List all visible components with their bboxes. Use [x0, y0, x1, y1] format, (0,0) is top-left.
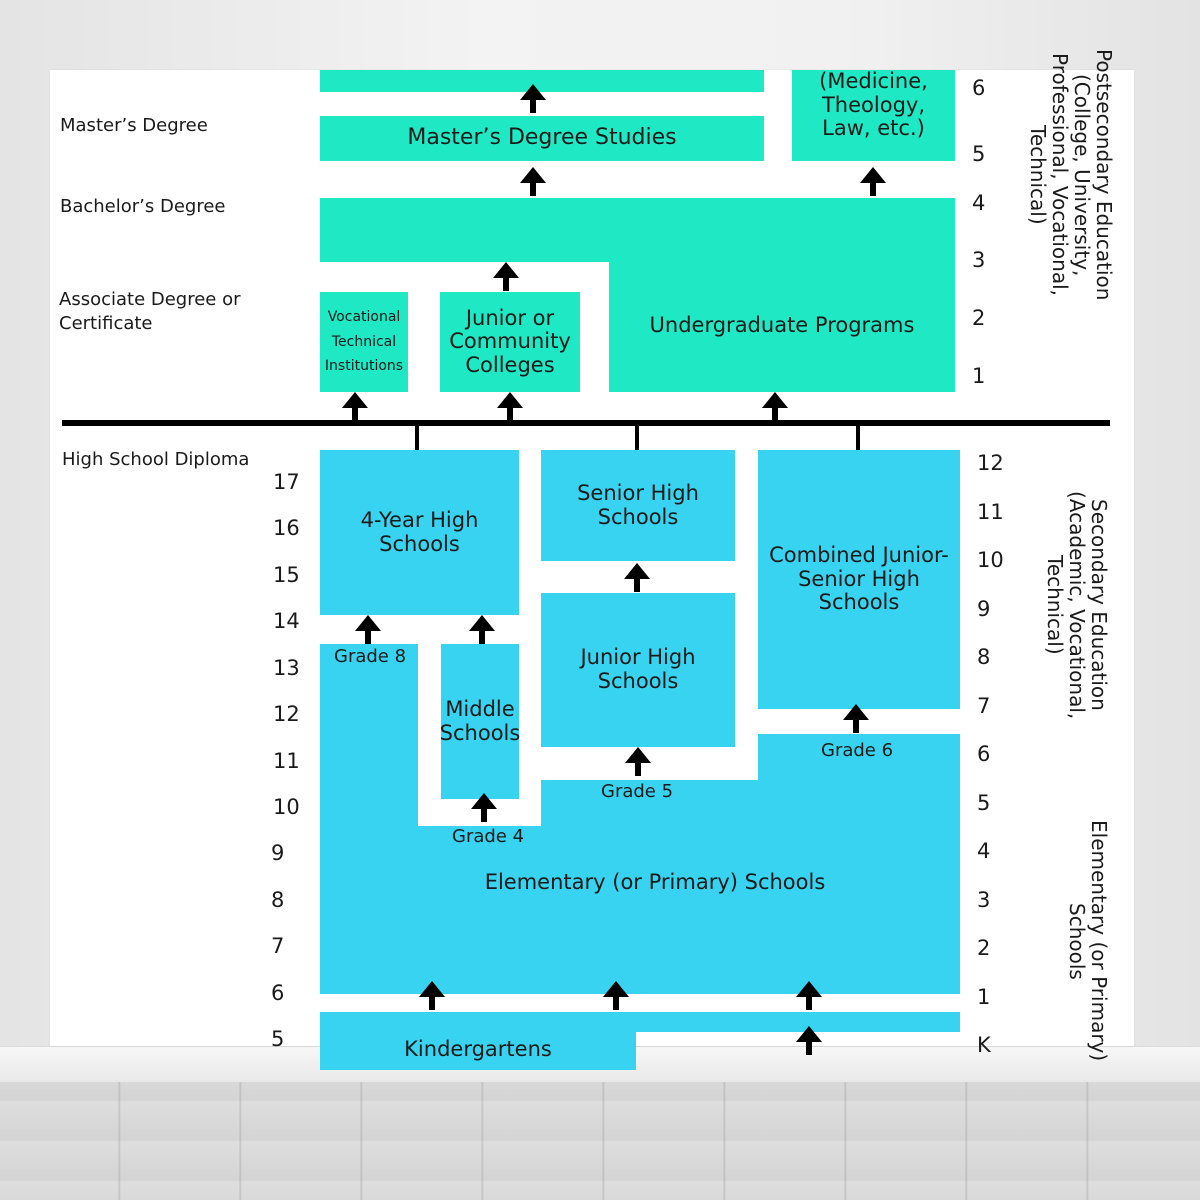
- grade-number: 4: [977, 839, 991, 863]
- elementary-schools-side-label: Elementary (or Primary) Schools: [1060, 806, 1111, 1096]
- grade-number: 10: [977, 548, 1004, 572]
- grade-number: 9: [977, 597, 991, 621]
- education-system-diagram: Master’s Degree Bachelor’s Degree Associ…: [50, 49, 1134, 1070]
- year-number: 6: [972, 76, 986, 100]
- label-masters-degree: Master’s Degree: [60, 115, 208, 136]
- undergraduate-top-band: [320, 198, 955, 262]
- age-number: 10: [273, 795, 300, 819]
- age-number: 13: [273, 656, 300, 680]
- age-number: 11: [273, 749, 300, 773]
- age-number: 8: [271, 888, 285, 912]
- year-number: 4: [972, 191, 986, 215]
- year-number: 2: [972, 306, 986, 330]
- age-number: 16: [273, 516, 300, 540]
- year-number: 1: [972, 364, 986, 388]
- postsecondary-education-label: Postsecondary Education (College, Univer…: [1026, 10, 1116, 340]
- label-high-school-diploma: High School Diploma: [62, 449, 250, 470]
- doctoral-studies-box: [320, 70, 764, 92]
- connector-tick: [635, 420, 639, 450]
- combined-junior-senior-high-box: Combined Junior-Senior High Schools: [758, 450, 960, 709]
- elementary-schools-side-text: Elementary (or Primary) Schools: [1065, 820, 1111, 1062]
- grade-6-label: Grade 6: [821, 740, 894, 761]
- year-number: 3: [972, 248, 986, 272]
- grade-number: 2: [977, 936, 991, 960]
- elementary-left-column: [320, 644, 418, 994]
- grade-4-label: Grade 4: [452, 826, 525, 847]
- kindergarten-band: [320, 1012, 960, 1032]
- label-bachelors-degree: Bachelor’s Degree: [60, 196, 226, 217]
- age-number: 12: [273, 702, 300, 726]
- senior-high-schools-box: Senior High Schools: [541, 450, 735, 561]
- grade-number: 11: [977, 500, 1004, 524]
- junior-community-colleges-box: Junior or Community Colleges: [440, 292, 580, 392]
- grade-number: 7: [977, 694, 991, 718]
- secondary-education-text: Secondary Education (Academic, Vocationa…: [1043, 490, 1111, 720]
- age-number: 15: [273, 563, 300, 587]
- grade-number: 6: [977, 742, 991, 766]
- grade-number: 8: [977, 645, 991, 669]
- connector-tick: [856, 420, 860, 450]
- elementary-upper-step: [758, 734, 960, 784]
- divider-line: [62, 420, 1110, 426]
- vocational-institutions-box: Vocational Technical Institutions: [320, 292, 408, 392]
- grade-number: 12: [977, 451, 1004, 475]
- age-number: 17: [273, 470, 300, 494]
- connector-tick: [415, 420, 419, 450]
- age-number: 5: [271, 1027, 285, 1051]
- elementary-mid-step: [541, 780, 960, 830]
- grade-number: 1: [977, 985, 991, 1009]
- undergraduate-programs-box: Undergraduate Programs: [609, 260, 955, 392]
- kindergartens-label: Kindergartens: [404, 1037, 552, 1061]
- masters-studies-box: Master’s Degree Studies: [320, 116, 764, 161]
- wood-floor: [0, 1082, 1200, 1200]
- age-number: 14: [273, 609, 300, 633]
- age-number: 9: [271, 841, 285, 865]
- professional-schools-label: (Medicine, Theology, Law, etc.): [819, 69, 928, 141]
- label-associate-degree: Associate Degree or Certificate: [59, 289, 241, 335]
- grade-number: 3: [977, 888, 991, 912]
- kindergartens-box: Kindergartens: [320, 1030, 636, 1070]
- grade-number: 5: [977, 791, 991, 815]
- grade-8-label: Grade 8: [334, 646, 407, 667]
- year-number: 5: [972, 142, 986, 166]
- middle-schools-box: Middle Schools: [440, 644, 520, 799]
- age-number: 7: [271, 934, 285, 958]
- secondary-education-label: Secondary Education (Academic, Vocationa…: [1040, 490, 1111, 720]
- professional-schools-box: (Medicine, Theology, Law, etc.): [792, 69, 955, 161]
- elementary-schools-label: Elementary (or Primary) Schools: [484, 870, 826, 894]
- grade-5-label: Grade 5: [601, 781, 674, 802]
- postsecondary-education-text: Postsecondary Education (College, Univer…: [1026, 49, 1116, 301]
- junior-high-schools-box: Junior High Schools: [541, 593, 735, 747]
- age-number: 6: [271, 981, 285, 1005]
- grade-number: K: [977, 1033, 991, 1057]
- four-year-high-schools-box: 4-Year High Schools: [320, 450, 519, 615]
- elementary-base: [418, 826, 960, 994]
